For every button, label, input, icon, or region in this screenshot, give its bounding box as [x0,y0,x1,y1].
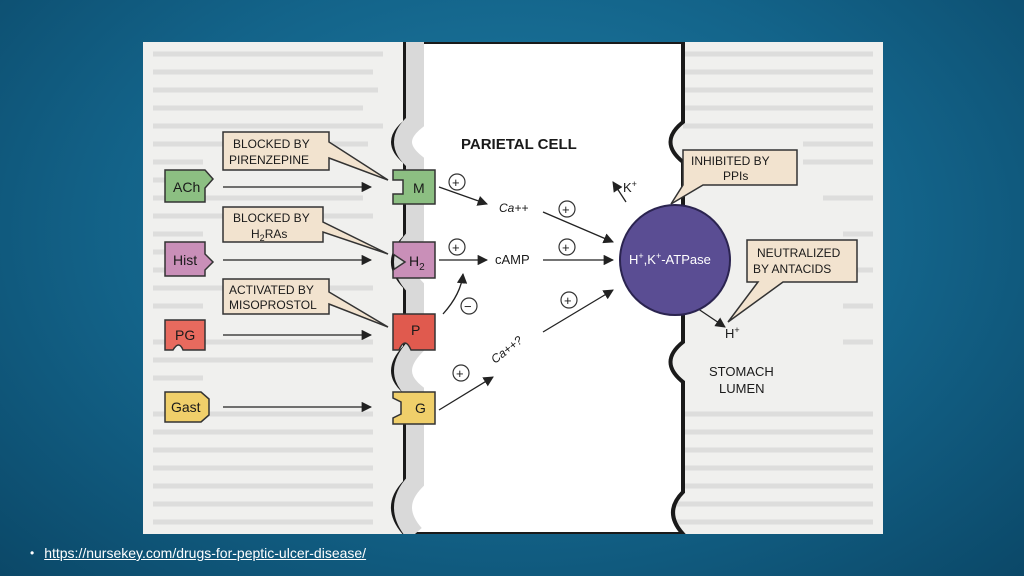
lumen-label-1: STOMACH [709,364,774,379]
k-ion: K+ [623,179,637,195]
hist-ligand: Hist [164,241,215,277]
cell-title: PARIETAL CELL [461,136,577,153]
source-link[interactable]: https://nursekey.com/drugs-for-peptic-ul… [44,545,367,561]
signs: + + + + − + + [448,173,578,382]
ach-ligand: ACh [164,169,215,203]
svg-text:+: + [452,240,460,255]
pg-ligand: PG [164,319,206,351]
ca-label: Ca++ [499,201,528,215]
svg-text:PG: PG [175,327,195,343]
g-receptor: G [392,391,436,425]
svg-text:H2: H2 [409,253,425,273]
h-ion: H+ [725,325,740,341]
m-receptor: M [392,169,436,205]
h2ras-callout: BLOCKED BY H2RAs [222,206,389,255]
svg-text:+: + [564,293,572,308]
svg-text:+: + [456,366,464,381]
svg-text:BY ANTACIDS: BY ANTACIDS [753,262,831,276]
svg-text:Gast: Gast [171,399,201,415]
diagram-canvas: PARIETAL CELL ACh Hist PG Gast M [153,42,873,534]
p-receptor: P [392,313,436,351]
source-bullet: • https://nursekey.com/drugs-for-peptic-… [30,543,366,563]
antacids-callout: NEUTRALIZED BY ANTACIDS [727,239,858,323]
svg-text:−: − [464,299,472,314]
svg-text:+: + [562,202,570,217]
svg-text:PPIs: PPIs [723,169,748,183]
svg-text:M: M [413,180,425,196]
svg-text:PIRENZEPINE: PIRENZEPINE [229,153,309,167]
ligand-arrows [223,181,373,413]
svg-text:+: + [452,175,460,190]
parietal-cell-diagram: PARIETAL CELL ACh Hist PG Gast M [143,42,883,534]
pirenzepine-callout: BLOCKED BY PIRENZEPINE [222,131,389,181]
svg-text:BLOCKED BY: BLOCKED BY [233,211,310,225]
svg-text:ACTIVATED BY: ACTIVATED BY [229,283,314,297]
svg-text:H2RAs: H2RAs [251,227,287,243]
svg-text:P: P [411,322,420,338]
h2-receptor: H2 [392,241,436,279]
svg-text:+: + [562,240,570,255]
svg-text:H+,K+-ATPase: H+,K+-ATPase [629,251,711,267]
svg-text:MISOPROSTOL: MISOPROSTOL [229,298,317,312]
gast-ligand: Gast [164,391,210,423]
misoprostol-callout: ACTIVATED BY MISOPROSTOL [222,278,389,328]
svg-text:NEUTRALIZED: NEUTRALIZED [757,246,841,260]
camp-label: cAMP [495,252,530,267]
ppis-callout: INHIBITED BY PPIs [670,149,798,205]
lumen-label-2: LUMEN [719,381,765,396]
atpase-pump: H+,K+-ATPase [619,204,731,316]
svg-text:Hist: Hist [173,252,197,268]
svg-text:ACh: ACh [173,179,200,195]
svg-text:G: G [415,400,426,416]
svg-text:BLOCKED BY: BLOCKED BY [233,137,310,151]
bullet-dot: • [30,546,35,560]
svg-text:INHIBITED BY: INHIBITED BY [691,154,770,168]
